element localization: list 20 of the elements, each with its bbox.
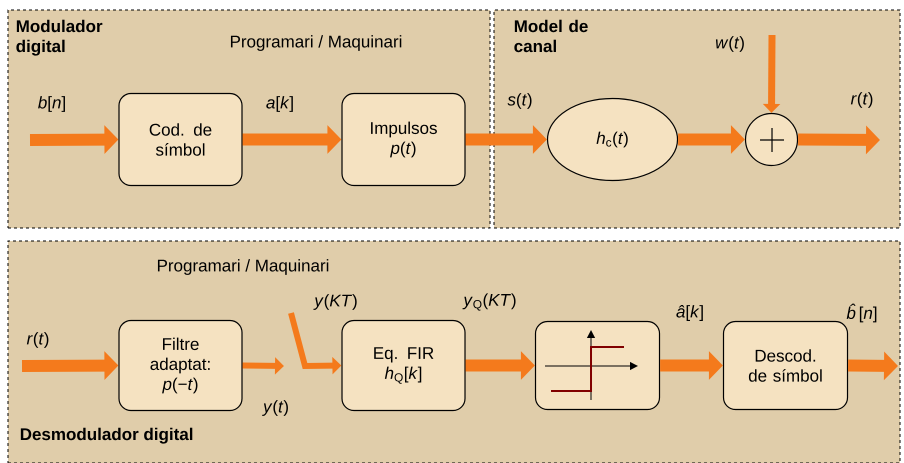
block-box: Impulsos p(t) bbox=[341, 92, 466, 186]
edge-label: â[k] bbox=[676, 305, 703, 321]
edge-label: w(t) bbox=[716, 36, 744, 52]
edge-label: y$_{Q}$(KT) bbox=[462, 293, 516, 311]
area-label: Programari / Maquinari bbox=[230, 35, 402, 51]
block-box: Filtre adaptat: p(−t) bbox=[118, 320, 243, 412]
edge-label: r(t) bbox=[850, 92, 872, 108]
sum-circle bbox=[744, 112, 798, 166]
edge-label: y(KT) bbox=[313, 294, 357, 310]
edge-label: b̂[n] bbox=[846, 304, 876, 322]
block-box: Descod. de símbol bbox=[722, 320, 848, 410]
edge-label: r(t) bbox=[26, 332, 48, 348]
block-box: Eq. FIR h$_{Q}$[k] bbox=[341, 320, 466, 412]
block-box: Cod. de símbol bbox=[118, 92, 243, 186]
edge-label: a[k] bbox=[266, 96, 293, 112]
area-label: Programari / Maquinari bbox=[158, 259, 328, 275]
block-box bbox=[534, 320, 660, 410]
edge-label: b[n] bbox=[38, 96, 65, 112]
edge-label: s(t) bbox=[507, 93, 532, 109]
edge-label: y(t) bbox=[262, 400, 288, 416]
